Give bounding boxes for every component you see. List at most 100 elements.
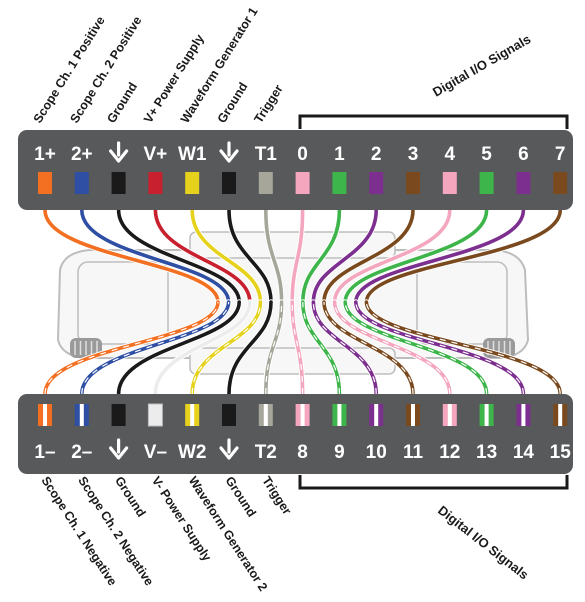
bottom-wire-12 [342,299,490,397]
top-digital-bracket [298,114,569,129]
top-signal-label-2: Ground [104,80,140,126]
top-pin-5-ground-icon [219,141,239,163]
bottom-wire-11 [331,299,453,397]
top-pin-9-label: 2 [371,144,382,165]
top-pin-13-swatch [516,172,531,194]
top-pin-2-ground-icon [109,141,129,163]
bottom-pin-10-label: 11 [403,442,424,463]
bottom-pin-5-ground-icon [219,438,239,460]
bottom-pin-11-label: 12 [439,442,460,463]
top-wire-9 [310,207,379,305]
top-wire-10 [321,207,416,305]
top-digital-group-label: Digital I/O Signals [430,31,533,99]
bottom-pin-12-swatch-stripe [484,404,489,426]
top-wire-1 [79,207,232,305]
bottom-wire-2 [115,299,242,397]
top-pin-14-swatch [553,172,568,194]
bottom-pin-0-label: 1– [34,442,55,463]
top-pin-12-swatch [479,172,494,194]
top-pin-3-swatch [148,172,163,194]
bottom-pin-9-label: 10 [366,442,387,463]
top-pin-0-label: 1+ [34,144,56,165]
bottom-wire-6 [263,299,285,397]
top-signal-label-1: Scope Ch. 2 Positive [67,14,144,126]
bottom-wire-7 [289,299,306,397]
bottom-pin-13-label: 14 [513,442,535,463]
bottom-wire-1 [79,299,232,397]
bottom-wire-8 [300,299,343,397]
bottom-signal-label-5: Ground [222,474,258,519]
bottom-wire-4 [189,299,264,397]
bottom-pin-14-swatch-stripe [558,404,563,426]
top-pin-8-swatch [332,172,347,194]
top-wire-11 [331,207,453,305]
top-wire-8 [300,207,343,305]
top-wire-7 [289,207,306,305]
top-pin-3-label: V+ [144,144,168,165]
bottom-pin-11-swatch-stripe [447,404,452,426]
top-wire-13 [353,207,527,305]
bottom-pin-9-swatch-stripe [374,404,379,426]
top-pin-1-label: 2+ [71,144,93,165]
bottom-pin-6-label: T2 [255,442,277,463]
top-pin-1-swatch [74,172,89,194]
top-wire-12 [342,207,490,305]
top-wire-0 [42,207,221,305]
top-pin-14-label: 7 [555,144,566,165]
top-signal-label-0: Scope Ch. 1 Positive [31,14,108,126]
bottom-wire-5 [226,299,274,397]
bottom-pin-14-label: 15 [550,442,572,463]
bottom-signal-label-2: Ground [112,474,148,519]
bottom-signal-label-0: Scope Ch. 1 Negative [38,474,119,588]
bottom-pin-2-ground-icon [109,438,129,460]
top-pin-11-swatch [442,172,457,194]
top-pin-6-label: T1 [255,144,278,165]
bottom-pin-5-swatch [222,404,236,426]
bottom-pin-13-swatch-stripe [521,404,526,426]
top-pin-10-swatch [406,172,420,194]
bottom-pin-2-swatch [111,404,126,426]
top-pin-8-label: 1 [334,144,345,165]
bottom-pin-3-label: V– [144,442,167,463]
bottom-digital-bracket [298,475,569,490]
top-connector [18,130,573,210]
top-signal-label-6: Trigger [251,82,285,125]
top-pin-0-swatch [38,172,52,194]
top-pin-4-label: W1 [178,144,207,165]
bottom-pin-6-swatch-stripe [263,404,268,426]
top-pin-10-label: 3 [408,144,419,165]
top-pin-2-swatch [111,172,126,194]
bottom-wire-3 [152,299,253,397]
bottom-pin-1-swatch-stripe [79,404,84,426]
bottom-wire-13 [353,299,527,397]
top-pin-13-label: 6 [518,144,529,165]
bottom-pin-10-swatch-stripe [411,404,415,426]
bottom-digital-group-label: Digital I/O Signals [435,503,531,583]
top-pin-9-swatch [369,172,384,194]
top-pin-11-label: 4 [445,144,456,165]
bottom-wire-10 [321,299,416,397]
bottom-pin-7-swatch-stripe [300,404,305,426]
top-wire-6 [263,207,285,305]
bottom-wire-9 [310,299,379,397]
bottom-pin-4-swatch-stripe [190,404,195,426]
top-wire-14 [363,207,563,305]
top-pin-4-swatch [185,172,200,194]
device-left-grip [70,338,102,358]
bottom-pin-12-label: 13 [476,442,497,463]
bottom-wire-0 [42,299,221,397]
bottom-pin-8-label: 9 [334,442,345,463]
bottom-pin-8-swatch-stripe [337,404,342,426]
bottom-pin-7-label: 8 [297,442,308,463]
bottom-pin-3-swatch [147,403,163,427]
top-pin-7-swatch [295,172,310,194]
bottom-pin-4-label: W2 [178,442,207,463]
bottom-signal-label-6: Trigger [259,474,294,517]
top-signal-label-5: Ground [215,80,251,126]
top-wire-5 [226,207,274,305]
bottom-pin-1-label: 2– [71,442,92,463]
